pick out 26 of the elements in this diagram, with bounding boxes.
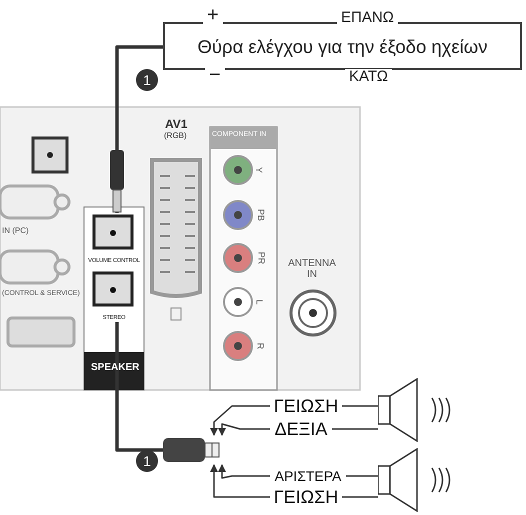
port-label: PR	[256, 252, 266, 264]
connection-line	[218, 423, 270, 436]
port-label: R	[255, 342, 266, 350]
connection-line	[342, 496, 378, 498]
port-label: SPEAKER	[91, 362, 140, 373]
speaker-icon	[378, 378, 418, 442]
connection-line	[346, 475, 378, 477]
port-label: ANTENNA IN	[287, 258, 337, 280]
port-label: AV1	[165, 117, 188, 131]
port-label: L	[254, 300, 264, 304]
port-label: PB	[256, 209, 266, 221]
connection-line	[210, 464, 270, 498]
port-label: (RGB)	[164, 131, 187, 140]
callout-number: 1	[136, 450, 158, 472]
volume-control-jack	[86, 213, 142, 265]
port-label: IN (PC)	[2, 226, 29, 235]
wire-label: ΕΠΑΝΩ	[337, 10, 398, 26]
connection-line	[218, 464, 270, 479]
port-description: Θύρα ελέγχου για την έξοδο ηχείων	[196, 36, 488, 58]
port-label: Y	[254, 167, 264, 173]
cable	[115, 322, 163, 452]
connection-line	[342, 405, 378, 407]
speaker-icon	[378, 448, 418, 512]
callout-number: 1	[136, 69, 158, 91]
connection-line	[332, 428, 378, 430]
connection-line	[210, 405, 270, 436]
